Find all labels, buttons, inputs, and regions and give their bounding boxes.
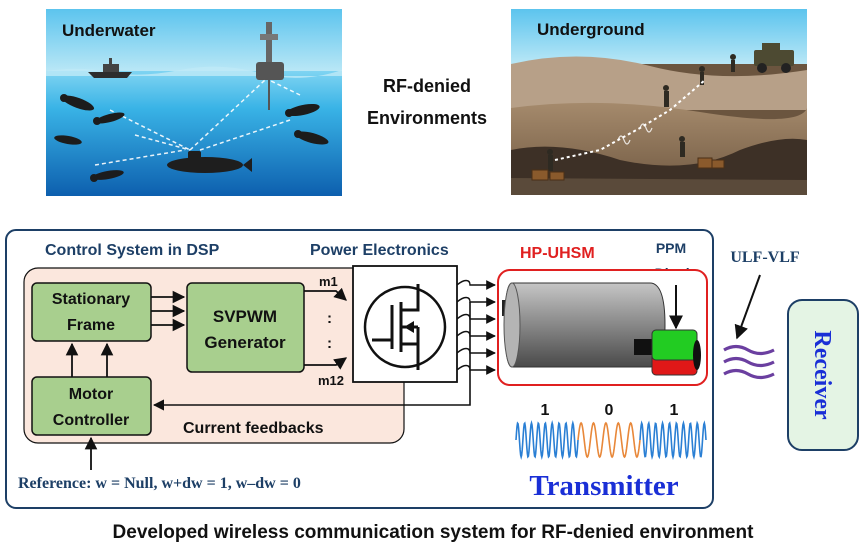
ppm-dipole-magnet <box>651 329 701 376</box>
bit-3: 1 <box>670 402 679 419</box>
soldiers <box>547 54 736 171</box>
underwater-signal-lines <box>94 79 301 166</box>
receiver-box <box>787 299 859 451</box>
military-vehicle <box>754 43 794 73</box>
inverter-block <box>352 265 458 383</box>
stationary-to-svpwm-arrows <box>151 290 186 332</box>
gate-signal-lines <box>304 287 348 370</box>
band-label: ULF-VLF <box>730 249 800 266</box>
current-feedback-label: Current feedbacks <box>183 420 324 437</box>
bit-1: 1 <box>541 402 550 419</box>
stationary-frame-line1: Stationary <box>52 291 130 308</box>
dots-label-bottom: : <box>327 335 332 352</box>
rf-denied-label-line2: Environments <box>367 108 487 128</box>
divers <box>54 94 329 182</box>
bit-2: 0 <box>605 402 614 419</box>
uhsm-motor-cylinder <box>502 282 666 368</box>
surface-ship <box>88 58 132 78</box>
motor-controller-block <box>31 376 152 436</box>
underwater-label: Underwater <box>62 21 156 40</box>
receiver-label: Receiver <box>809 330 835 420</box>
m1-label: m1 <box>319 274 338 289</box>
svpwm-generator-block <box>186 282 305 373</box>
wave-segment-bit1 <box>515 420 579 460</box>
svpwm-line2: Generator <box>204 333 286 352</box>
dots-label-top: : <box>327 310 332 327</box>
surface-ground <box>511 56 807 110</box>
figure-caption: Developed wireless communication system … <box>113 522 755 543</box>
motor-controller-line2: Controller <box>53 412 129 429</box>
fsk-waveform <box>515 419 707 461</box>
mosfet-icon <box>372 284 420 370</box>
current-feedback-path <box>152 302 471 411</box>
reference-label: Reference: w = Null, w+dw = 1, w–dw = 0 <box>18 475 301 492</box>
uhsm-title: HP-UHSM <box>520 245 595 262</box>
submarine <box>167 151 252 173</box>
supply-crates <box>531 157 725 181</box>
m12-label: m12 <box>318 373 344 388</box>
underwater-scene: Underwater <box>46 9 342 196</box>
band-pointer-arrow <box>734 274 761 340</box>
controller-to-frame-arrows <box>65 342 114 377</box>
stationary-frame-block <box>31 282 152 342</box>
transmitter-label: Transmitter <box>529 470 678 502</box>
underwater-sky <box>46 9 342 71</box>
wave-segment-bit0 <box>577 421 641 459</box>
power-electronics-title: Power Electronics <box>310 242 449 259</box>
stationary-frame-line2: Frame <box>67 317 115 334</box>
dsp-title: Control System in DSP <box>45 242 220 259</box>
dipole-label-line1: PPM <box>656 240 686 256</box>
wave-segment-bit1-second <box>639 419 707 461</box>
rf-denied-label-line1: RF-denied <box>383 76 471 96</box>
underground-label: Underground <box>537 20 645 39</box>
motor-controller-line1: Motor <box>69 386 113 403</box>
buoy-station <box>256 22 284 110</box>
svpwm-line1: SVPWM <box>213 307 277 326</box>
radiated-wave-icon <box>723 344 775 380</box>
underground-scene: Underground <box>511 9 807 195</box>
